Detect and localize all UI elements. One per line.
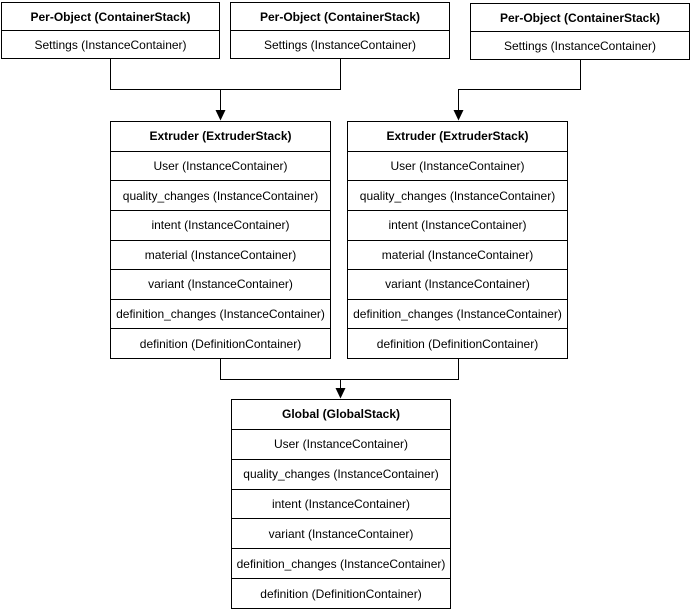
extruder-stack-right-row-intent: intent (InstanceContainer) <box>348 209 567 240</box>
global-stack-row-definition: definition (DefinitionContainer) <box>232 578 450 608</box>
extruder-stack-right-row-user: User (InstanceContainer) <box>348 150 567 181</box>
extruder-stack-right-row-definition: definition (DefinitionContainer) <box>348 328 567 358</box>
global-stack: Global (GlobalStack) User (InstanceConta… <box>231 399 451 609</box>
extruder-stack-left-title: Extruder (ExtruderStack) <box>149 129 292 144</box>
connector-perobject-left-and-middle <box>110 59 341 90</box>
extruder-stack-left: Extruder (ExtruderStack) User (InstanceC… <box>110 121 331 359</box>
global-stack-row-user: User (InstanceContainer) <box>232 428 450 459</box>
global-stack-row-definition-changes: definition_changes (InstanceContainer) <box>232 548 450 578</box>
extruder-stack-right: Extruder (ExtruderStack) User (InstanceC… <box>347 121 568 359</box>
arrowhead-into-global-icon <box>335 388 346 399</box>
global-stack-row-intent: intent (InstanceContainer) <box>232 488 450 519</box>
per-object-stack-3: Per-Object (ContainerStack) Settings (In… <box>470 3 690 60</box>
extruder-stack-right-row-material: material (InstanceContainer) <box>348 239 567 270</box>
connector-perobject-right <box>458 60 581 111</box>
per-object-stack-1-row-settings: Settings (InstanceContainer) <box>2 30 219 58</box>
extruder-stack-left-row-material: material (InstanceContainer) <box>111 239 330 270</box>
extruder-stack-left-row-user: User (InstanceContainer) <box>111 150 330 181</box>
extruder-stack-left-row-definition: definition (DefinitionContainer) <box>111 328 330 358</box>
global-stack-row-variant: variant (InstanceContainer) <box>232 518 450 548</box>
extruder-stack-left-row-definition-changes: definition_changes (InstanceContainer) <box>111 298 330 329</box>
extruder-stack-left-row-intent: intent (InstanceContainer) <box>111 209 330 240</box>
arrowhead-into-extruder-left-icon <box>215 110 226 121</box>
per-object-stack-2-row-settings: Settings (InstanceContainer) <box>231 30 449 58</box>
per-object-stack-2: Per-Object (ContainerStack) Settings (In… <box>230 2 450 59</box>
extruder-stack-right-row-variant: variant (InstanceContainer) <box>348 269 567 299</box>
extruder-stack-right-row-definition-changes: definition_changes (InstanceContainer) <box>348 298 567 329</box>
per-object-stack-1-title: Per-Object (ContainerStack) <box>30 9 191 24</box>
connector-extruders-join <box>220 359 459 380</box>
arrowhead-into-extruder-right-icon <box>453 110 464 121</box>
extruder-stack-right-title: Extruder (ExtruderStack) <box>386 129 529 144</box>
per-object-stack-1: Per-Object (ContainerStack) Settings (In… <box>1 2 220 59</box>
extruder-stack-left-row-quality-changes: quality_changes (InstanceContainer) <box>111 180 330 210</box>
global-stack-title: Global (GlobalStack) <box>281 407 401 422</box>
per-object-stack-3-title: Per-Object (ContainerStack) <box>499 10 661 25</box>
extruder-stack-right-row-quality-changes: quality_changes (InstanceContainer) <box>348 180 567 210</box>
extruder-stack-left-row-variant: variant (InstanceContainer) <box>111 269 330 299</box>
per-object-stack-2-title: Per-Object (ContainerStack) <box>259 9 421 24</box>
per-object-stack-3-row-settings: Settings (InstanceContainer) <box>471 31 689 59</box>
global-stack-row-quality-changes: quality_changes (InstanceContainer) <box>232 458 450 489</box>
